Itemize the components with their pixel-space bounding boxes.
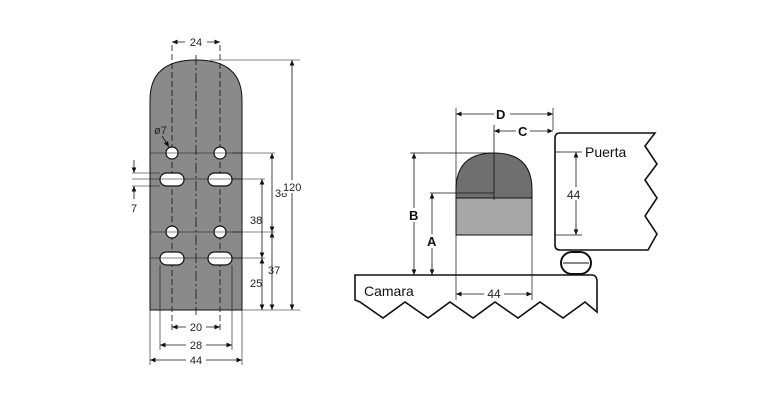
dim-A: A: [425, 193, 439, 275]
dim-slot-height-label: 7: [131, 203, 137, 215]
right-view: Camara Puerta D: [354, 106, 658, 319]
door: [554, 132, 658, 251]
left-view: 24 ø7 7 38: [131, 35, 304, 367]
dim-bottom-offset: 25: [250, 258, 265, 310]
dim-hole-diameter-label: ø7: [154, 125, 167, 137]
dim-total-height: 120: [282, 59, 304, 310]
dim-width-44: 44: [456, 287, 532, 301]
dim-D: D: [456, 106, 553, 122]
bottom-extension-lines: [149, 265, 243, 365]
dim-height-44-label: 44: [567, 188, 581, 202]
chamber-label: Camara: [364, 283, 414, 299]
dim-spacing-lower: 37: [268, 232, 280, 310]
magnet-center: [430, 125, 495, 200]
hole-slot: [207, 172, 233, 187]
dim-inner-width-label: 20: [190, 322, 202, 334]
dim-hole-diameter: ø7: [154, 125, 170, 148]
dim-top-width: 24: [172, 35, 220, 49]
dim-inner-width: 20: [172, 320, 220, 334]
dim-height-44: 44: [567, 152, 585, 235]
right-extension-lines: [210, 59, 300, 311]
hole-centerlines: [171, 45, 221, 330]
dim-D-label: D: [496, 107, 505, 122]
dim-B: B: [407, 153, 421, 275]
dim-C-label: C: [518, 124, 528, 139]
dim-width-44-label: 44: [487, 287, 501, 301]
dim-overall-width: 44: [150, 353, 242, 367]
dim-spacing-middle-label: 38: [250, 215, 262, 227]
dim-slot-height: 7: [131, 160, 160, 215]
dim-total-height-label: 120: [283, 182, 301, 194]
dim-top-width-label: 24: [190, 37, 202, 49]
dim-A-label: A: [427, 234, 437, 249]
hole-slot: [159, 172, 185, 187]
dim-C: C: [494, 124, 553, 139]
dim-mid-width-label: 28: [190, 340, 202, 352]
dim-bottom-offset-label: 25: [250, 278, 262, 290]
dim-spacing-lower-label: 37: [268, 265, 280, 277]
dim-overall-width-label: 44: [190, 355, 202, 367]
hole-slot: [207, 251, 233, 266]
magnet-base: [455, 197, 533, 236]
chamber-wall: [354, 274, 598, 319]
dim-B-label: B: [409, 208, 418, 223]
dim-mid-width: 28: [160, 338, 232, 352]
dim-spacing-middle: 38: [250, 179, 265, 258]
door-label: Puerta: [585, 144, 626, 160]
hole-crosslines: [132, 152, 242, 259]
hole-slot: [159, 251, 185, 266]
right-extension-lines: [410, 108, 582, 300]
